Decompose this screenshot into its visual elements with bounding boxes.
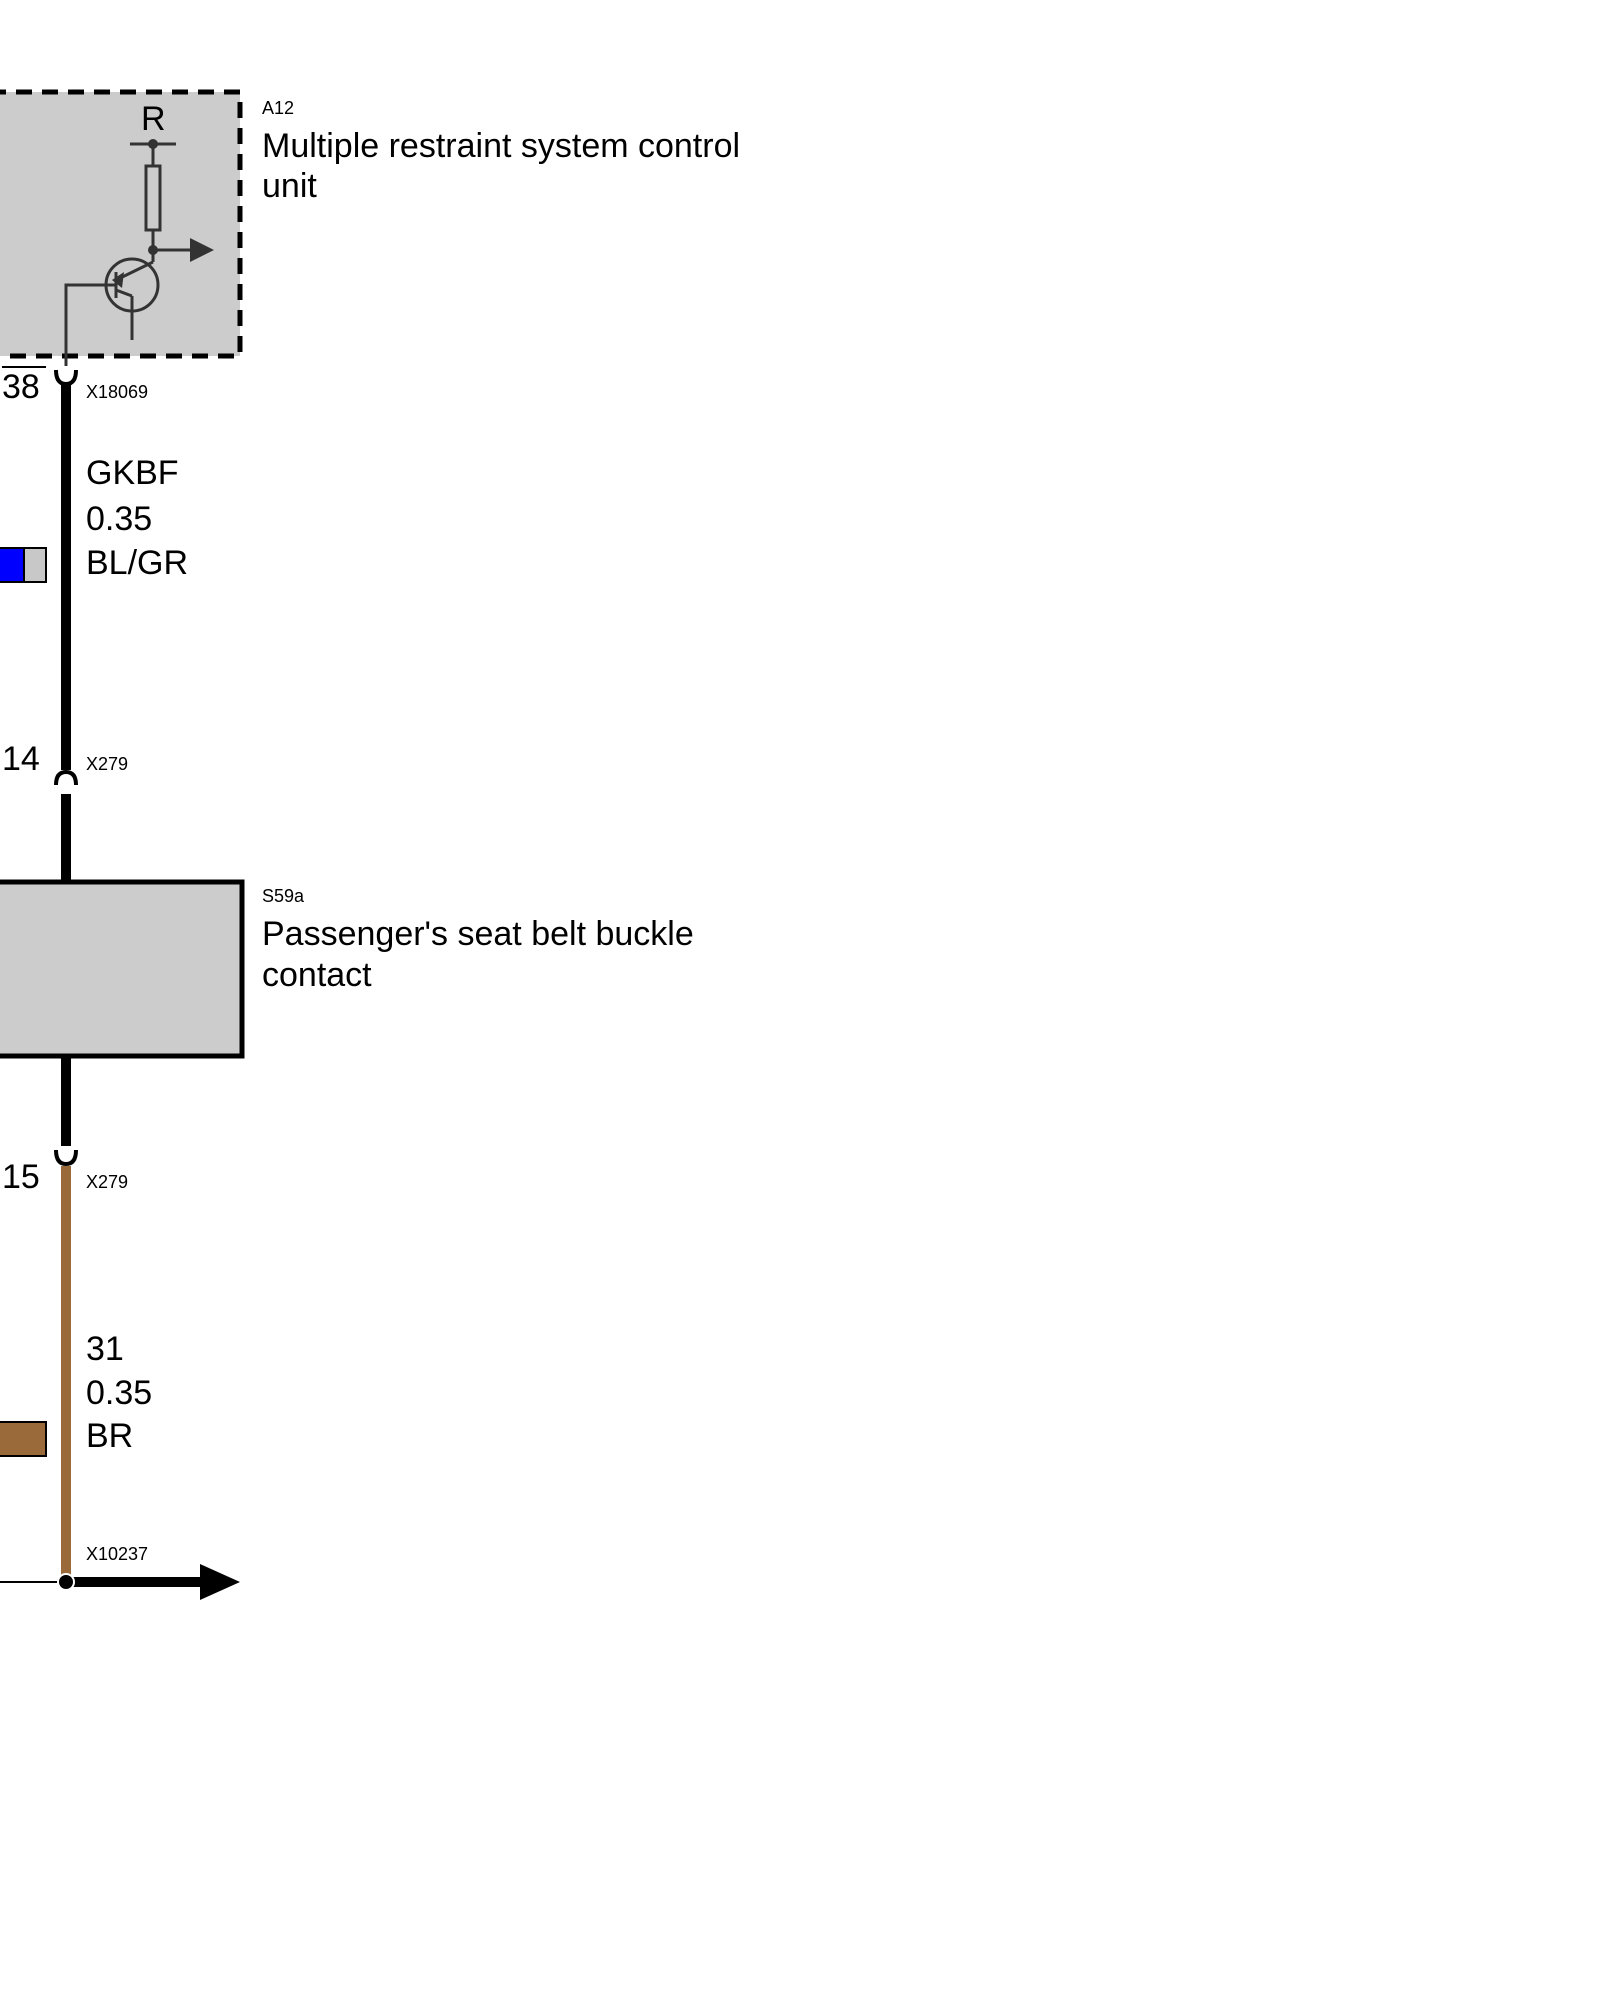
ground-splice-node bbox=[57, 1573, 75, 1591]
wire-ground-size: 0.35 bbox=[86, 1374, 152, 1412]
buckle-contact-id: S59a bbox=[262, 886, 305, 906]
wire-signal-name: GKBF bbox=[86, 454, 179, 492]
ground-splice: X10237 bbox=[0, 1544, 240, 1600]
ground-arrow-icon bbox=[200, 1564, 240, 1600]
resistor-symbol bbox=[130, 142, 176, 250]
ground-splice-id: X10237 bbox=[86, 1544, 148, 1564]
wire-ground-name: 31 bbox=[86, 1330, 124, 1368]
connector-mid: 14 X279 bbox=[2, 740, 128, 786]
control-unit-box bbox=[0, 89, 243, 359]
wire-signal-size: 0.35 bbox=[86, 500, 152, 538]
wire-signal-color: BL/GR bbox=[86, 544, 188, 582]
connector-top-cup bbox=[54, 369, 78, 387]
connector-mid-cup bbox=[54, 769, 78, 786]
connector-top: 38 X18069 bbox=[2, 366, 148, 406]
connector-top-pin: 38 bbox=[2, 368, 40, 406]
control-unit-a12: R bbox=[0, 89, 243, 366]
connector-mid-pin: 14 bbox=[2, 740, 40, 778]
buckle-contact-box bbox=[0, 879, 245, 1059]
connector-low-id: X279 bbox=[86, 1172, 128, 1192]
connector-low: 15 X279 bbox=[2, 1149, 128, 1196]
control-unit-id: A12 bbox=[262, 98, 294, 118]
buckle-contact-name-line1: Passenger's seat belt buckle bbox=[262, 915, 694, 953]
output-arrow-icon bbox=[153, 238, 214, 262]
transistor-emitter-arrow bbox=[112, 272, 124, 288]
connector-low-cup bbox=[54, 1149, 78, 1167]
wire-signal-swatch bbox=[0, 547, 47, 583]
resistor-node bbox=[148, 139, 158, 149]
connector-top-id: X18069 bbox=[86, 382, 148, 402]
wire-ground-color: BR bbox=[86, 1417, 133, 1455]
resistor-label: R bbox=[141, 100, 166, 138]
connector-mid-id: X279 bbox=[86, 754, 128, 774]
buckle-contact-name-line2: contact bbox=[262, 956, 372, 994]
wire-ground-swatch bbox=[0, 1421, 47, 1457]
control-unit-name-line1: Multiple restraint system control bbox=[262, 127, 740, 165]
connector-low-pin: 15 bbox=[2, 1158, 40, 1196]
control-unit-name-line2: unit bbox=[262, 167, 317, 205]
